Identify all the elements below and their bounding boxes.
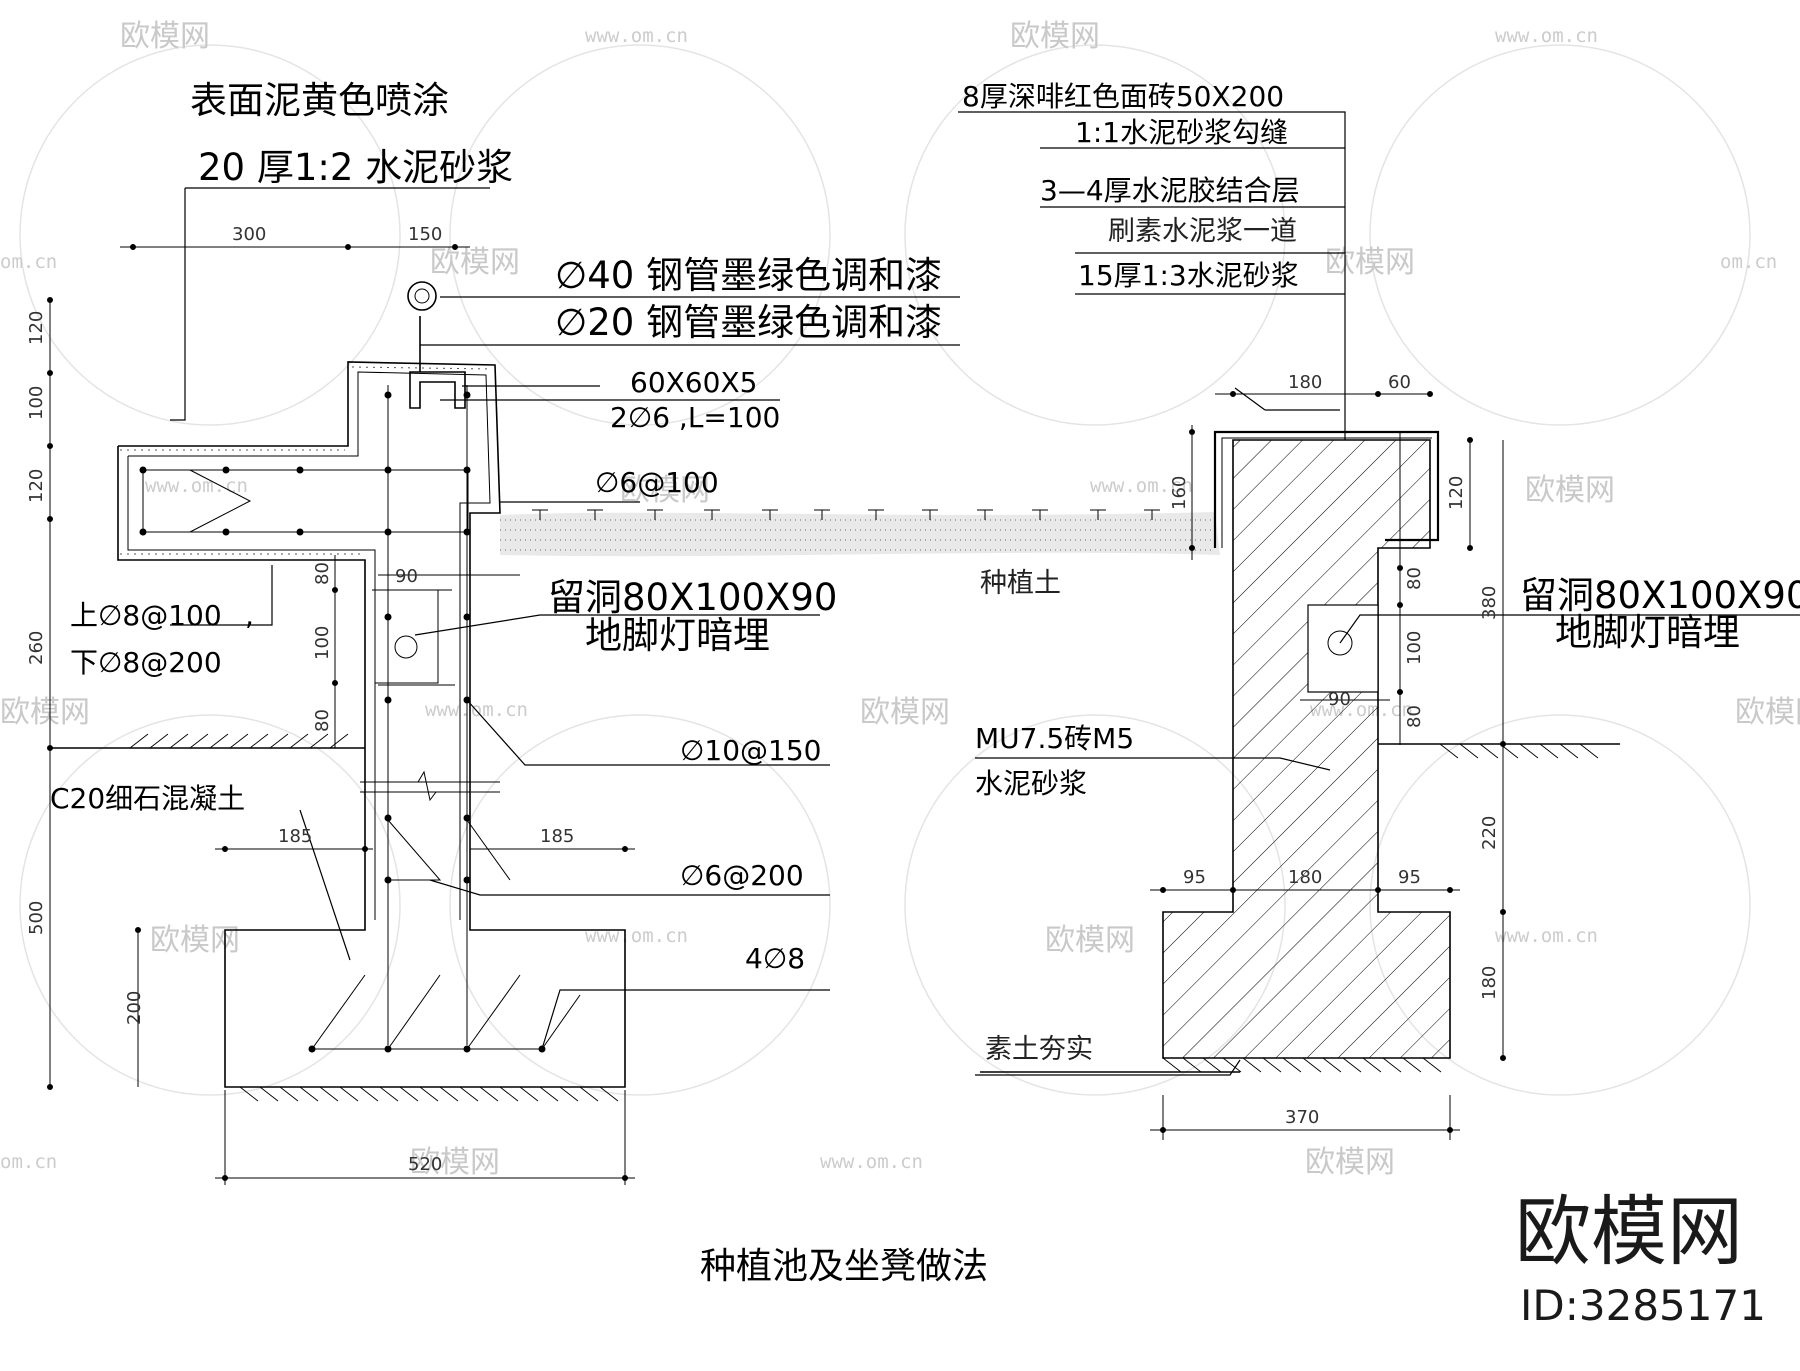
dim-100: 100: [26, 386, 47, 420]
dim-100-right: 100: [1404, 631, 1425, 665]
drawing-title: 种植池及坐凳做法: [700, 1246, 988, 1287]
dim-90-right: 90: [1328, 689, 1351, 710]
dim-300: 300: [232, 224, 266, 245]
dim-80-upper: 80: [312, 562, 333, 585]
watermark-text: 欧模网: [1525, 473, 1615, 508]
dim-120-right: 120: [1446, 476, 1467, 510]
watermark-url: www.om.cn: [585, 25, 688, 47]
note-slurry: 刷素水泥浆一道: [1108, 216, 1297, 247]
dim-185-left: 185: [278, 826, 312, 847]
planter-wall-detail: 8厚深啡红色面砖50X200 1:1水泥砂浆勾缝 3—4厚水泥胶结合层 刷素水泥…: [958, 80, 1800, 1140]
note-rammed-earth: 素土夯实: [985, 1034, 1093, 1065]
note-pipe-20: ∅20 钢管墨绿色调和漆: [555, 301, 942, 344]
dim-100-hole: 100: [312, 626, 333, 660]
brand-logo: 欧模网: [1515, 1187, 1743, 1276]
watermark-url: www.om.cn: [1495, 925, 1598, 947]
watermark-text: 欧模网: [1305, 1145, 1395, 1180]
note-rebar-a: ∅6@100: [595, 466, 719, 499]
note-rebar-d: 4∅8: [745, 942, 805, 975]
dim-90: 90: [395, 566, 418, 587]
note-joint: 1:1水泥砂浆勾缝: [1075, 116, 1288, 149]
note-coating: 表面泥黄色喷涂: [190, 79, 449, 122]
watermark-url: www.om.cn: [1495, 25, 1598, 47]
dim-220: 220: [1479, 816, 1500, 850]
note-rebar-b: ∅10@150: [680, 734, 821, 767]
note-brick-mortar: 水泥砂浆: [975, 767, 1087, 800]
note-angle-steel: 60X60X5: [630, 366, 757, 399]
dim-520: 520: [408, 1154, 442, 1175]
note-comma: ,: [245, 599, 254, 632]
watermark-text: 欧模网: [120, 19, 210, 54]
dim-120-top: 120: [26, 311, 47, 345]
dim-95-left: 95: [1183, 867, 1206, 888]
watermark-url: www.om.cn: [145, 475, 248, 497]
note-brick: MU7.5砖M5: [975, 722, 1134, 755]
note-rebar-c: ∅6@200: [680, 859, 804, 892]
dim-500: 500: [26, 901, 47, 935]
watermark-url: www.om.cn: [1090, 475, 1193, 497]
watermark-text: 欧模网: [860, 695, 950, 730]
dim-180-base: 180: [1288, 867, 1322, 888]
brand-id: ID:3285171: [1520, 1281, 1766, 1330]
watermark-url: om.cn: [0, 251, 57, 273]
dim-200: 200: [124, 991, 145, 1025]
watermark-url: om.cn: [0, 1151, 57, 1173]
note-light-right: 地脚灯暗埋: [1555, 611, 1740, 654]
note-upper-rebar: 上∅8@100: [70, 599, 222, 632]
note-pipe-40: ∅40 钢管墨绿色调和漆: [555, 254, 942, 297]
watermark-text: 欧模网: [1325, 245, 1415, 280]
dim-380: 380: [1479, 586, 1500, 620]
watermark-text: 欧模网: [0, 695, 90, 730]
note-concrete: C20细石混凝土: [50, 782, 245, 815]
dim-95-right: 95: [1398, 867, 1421, 888]
watermark-text: 欧模网: [150, 923, 240, 958]
seat-detail: 表面泥黄色喷涂 20 厚1:2 水泥砂浆 ∅40 钢管墨绿色调和漆 ∅20 钢管…: [26, 79, 960, 1185]
note-hole-right: 留洞80X100X90: [1520, 574, 1800, 617]
dim-120-mid: 120: [26, 469, 47, 503]
watermark-text: 欧模网: [1045, 923, 1135, 958]
dim-150: 150: [408, 224, 442, 245]
dim-160: 160: [1169, 476, 1190, 510]
planting-soil: 种植土: [500, 509, 1220, 599]
dim-80-upper-right: 80: [1404, 567, 1425, 590]
dim-60: 60: [1388, 372, 1411, 393]
watermark-url: om.cn: [1720, 251, 1777, 273]
note-mortar: 20 厚1:2 水泥砂浆: [198, 146, 513, 189]
watermark-url: www.om.cn: [585, 925, 688, 947]
note-hole: 留洞80X100X90: [548, 576, 837, 619]
watermark-url: www.om.cn: [820, 1151, 923, 1173]
note-adhesive: 3—4厚水泥胶结合层: [1040, 174, 1300, 207]
watermark-text: 欧模网: [1010, 19, 1100, 54]
dim-370: 370: [1285, 1107, 1319, 1128]
dim-185-right: 185: [540, 826, 574, 847]
watermark-text: 欧模网: [430, 245, 520, 280]
note-soil: 种植土: [980, 568, 1061, 599]
watermark-text: 欧模网: [1735, 695, 1800, 730]
note-light: 地脚灯暗埋: [585, 614, 770, 657]
dim-180-top: 180: [1288, 372, 1322, 393]
dim-80-lower: 80: [312, 709, 333, 732]
note-lower-rebar: 下∅8@200: [70, 646, 222, 679]
note-anchor: 2∅6 ,L=100: [610, 401, 780, 434]
note-screed: 15厚1:3水泥砂浆: [1078, 259, 1299, 292]
dim-80-lower-right: 80: [1404, 705, 1425, 728]
note-tile: 8厚深啡红色面砖50X200: [962, 80, 1284, 113]
dim-260: 260: [26, 631, 47, 665]
dim-180-footing: 180: [1479, 966, 1500, 1000]
watermark-text: 欧模网: [410, 1145, 500, 1180]
